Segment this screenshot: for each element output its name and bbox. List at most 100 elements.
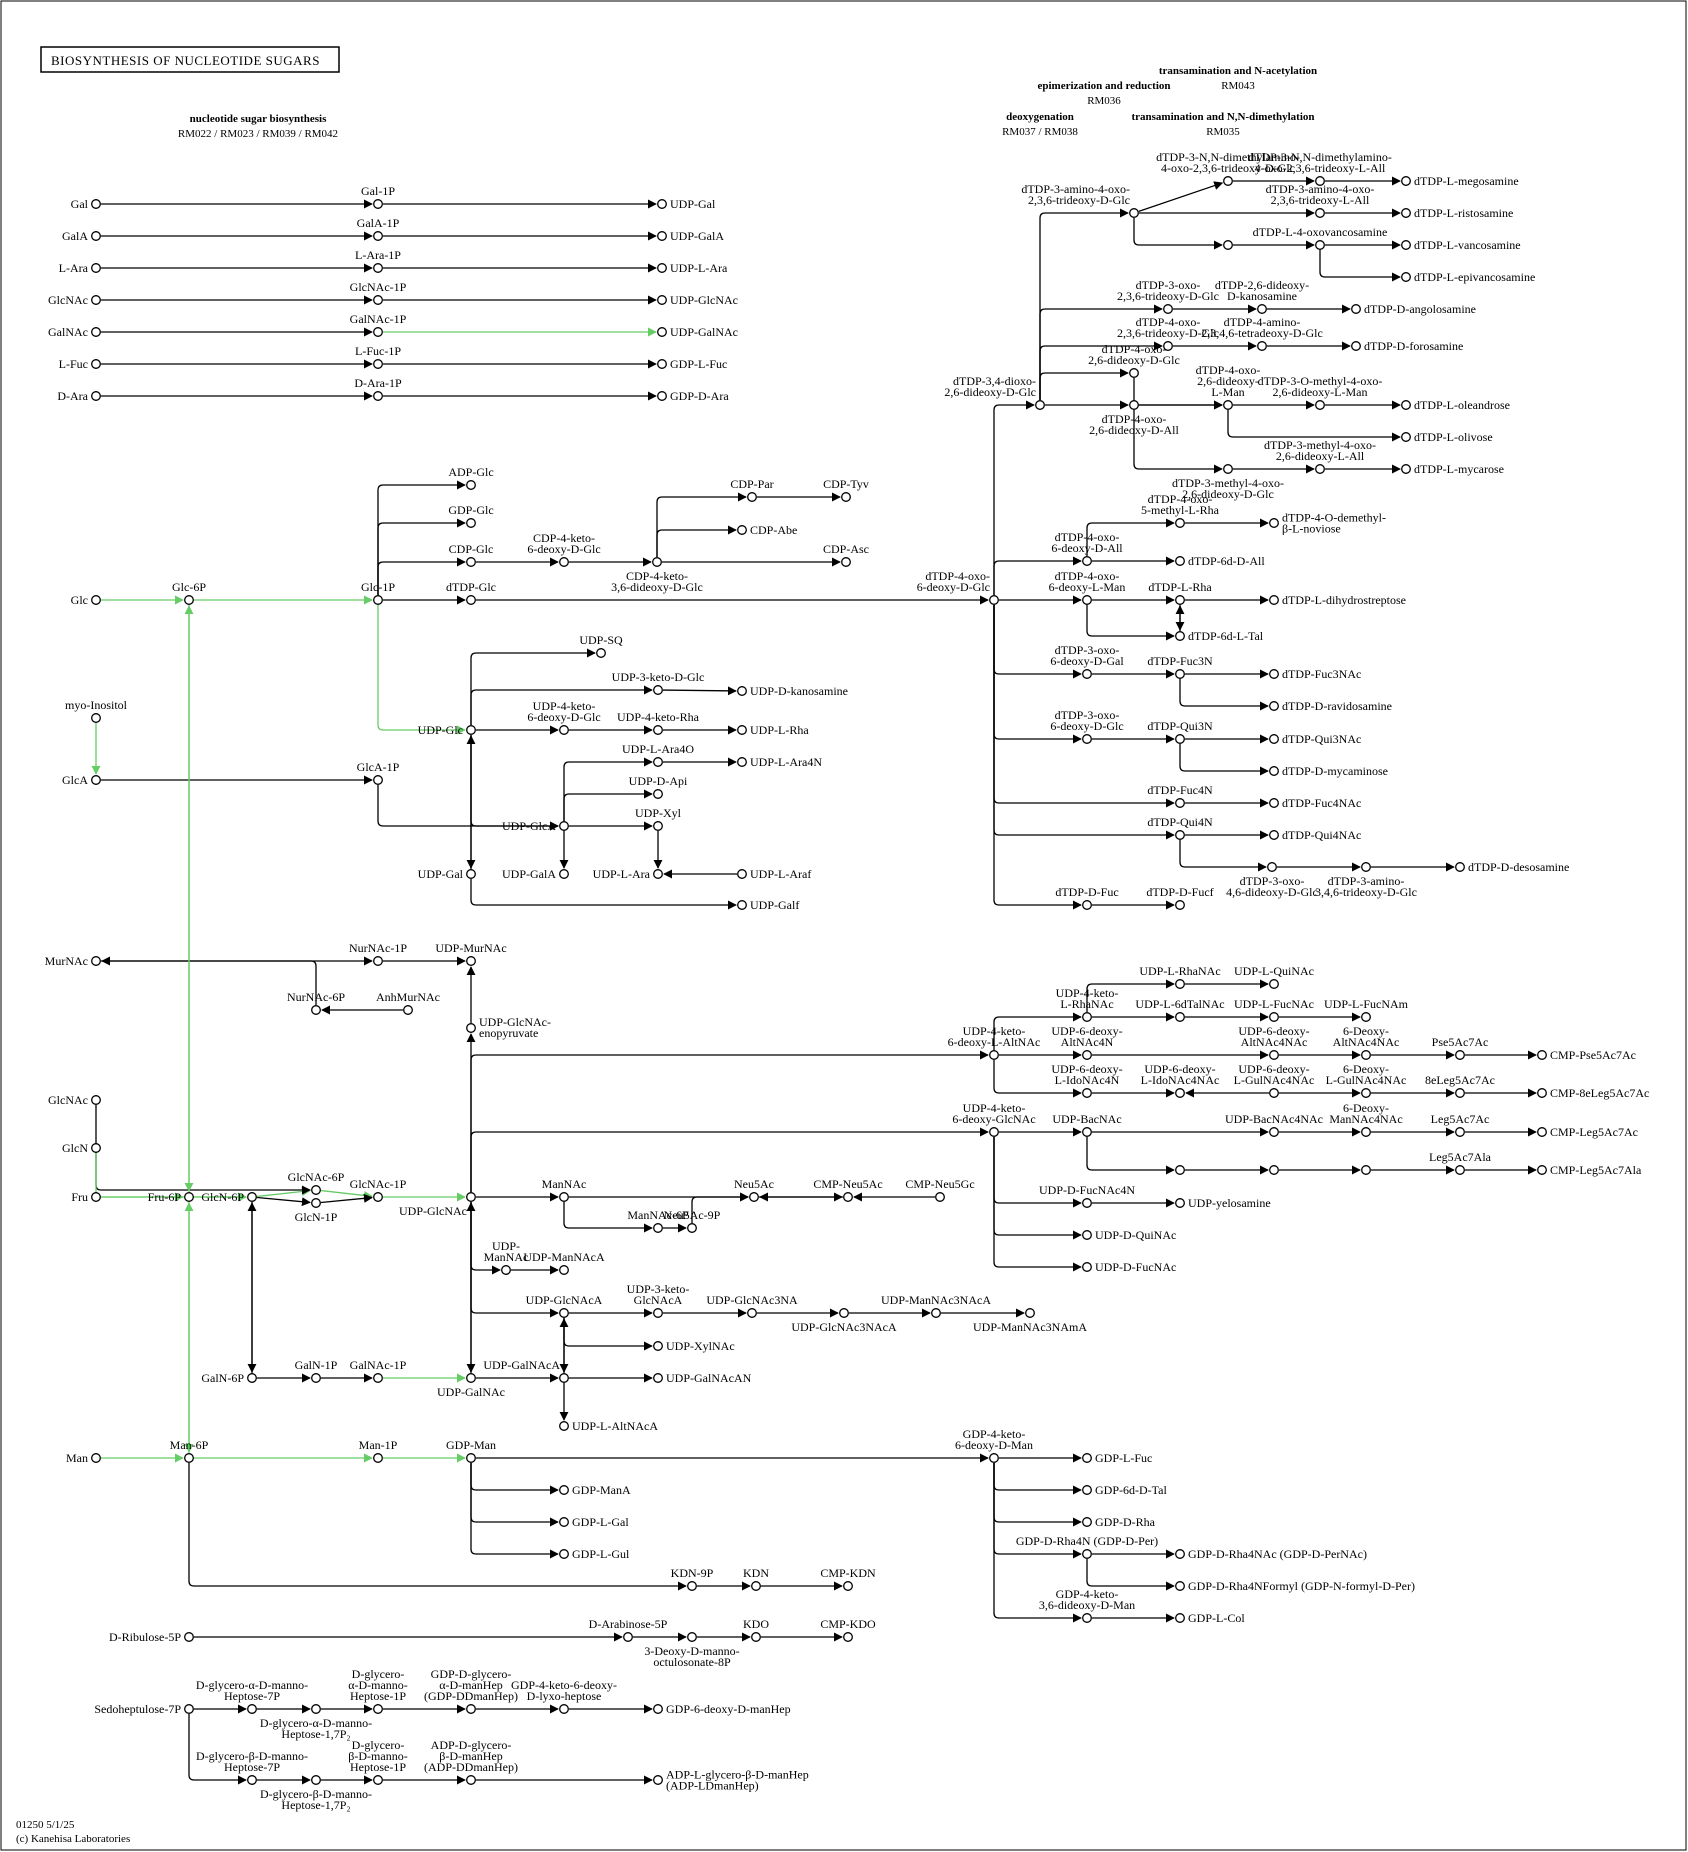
compound-label[interactable]: 6-Deoxy-L-GulNAc4NAc <box>1326 1062 1407 1087</box>
compound-circle[interactable] <box>1082 595 1092 605</box>
compound-label[interactable]: GDP-D-Rha4NAc (GDP-D-PerNAc) <box>1188 1547 1367 1561</box>
compound-label-line[interactable]: 6-Deoxy- <box>1343 1024 1389 1038</box>
compound-circle[interactable] <box>466 557 476 567</box>
compound-circle[interactable] <box>652 557 662 567</box>
compound-circle[interactable] <box>1175 734 1185 744</box>
compound-label-line[interactable]: dTDP-3-methyl-4-oxo- <box>1264 438 1376 452</box>
compound-label[interactable]: dTDP-D-ravidosamine <box>1282 699 1392 713</box>
compound-circle[interactable] <box>653 725 663 735</box>
compound-circle[interactable] <box>843 1192 853 1202</box>
compound-label-line[interactable]: UDP-GlcNAc <box>399 1204 467 1218</box>
compound-label-line[interactable]: GalA-1P <box>357 216 400 230</box>
compound-circle[interactable] <box>737 686 747 696</box>
compound-node[interactable]: UDP-ManNAc3NAmA <box>973 1308 1087 1334</box>
compound-circle[interactable] <box>1082 1012 1092 1022</box>
compound-label[interactable]: dTDP-Qui3NAc <box>1282 732 1361 746</box>
compound-node[interactable]: GlcN-6P <box>201 1190 257 1204</box>
compound-node[interactable]: UDP-ManNAc <box>484 1239 529 1275</box>
compound-node[interactable]: dTDP-Fuc4N <box>1147 783 1213 808</box>
compound-label-line[interactable]: D-Arabinose-5P <box>589 1617 668 1631</box>
compound-label-line[interactable]: Leg5Ac7Ala <box>1429 1150 1492 1164</box>
compound-label-line[interactable]: Neu5Ac <box>734 1177 774 1191</box>
compound-label-line[interactable]: L-GulNAc4NAc <box>1234 1073 1315 1087</box>
compound-circle[interactable] <box>1175 1165 1185 1175</box>
compound-node[interactable]: dTDP-6d-L-Tal <box>1175 629 1264 643</box>
compound-label-line[interactable]: GlcNAc-1P <box>350 280 407 294</box>
compound-label[interactable]: GDP-D-Ara <box>670 389 729 403</box>
compound-label[interactable]: GalN-6P <box>201 1371 244 1385</box>
reaction-arrow[interactable] <box>1179 840 1267 872</box>
compound-circle[interactable] <box>1537 1088 1547 1098</box>
compound-label[interactable]: dTDP-D-mycaminose <box>1282 764 1388 778</box>
compound-node[interactable]: UDP-GalNAc <box>437 1373 505 1399</box>
reaction-arrow[interactable] <box>993 1463 1082 1495</box>
compound-node[interactable]: dTDP-3-oxo-2,3,6-trideoxy-D-Glc <box>1117 278 1219 314</box>
compound-node[interactable]: GlcN <box>62 1141 101 1155</box>
compound-label[interactable]: 8eLeg5Ac7Ac <box>1425 1073 1495 1087</box>
compound-node[interactable]: UDP-L-FucNAm <box>1324 997 1409 1022</box>
compound-circle[interactable] <box>653 869 663 879</box>
compound-circle[interactable] <box>1163 304 1173 314</box>
compound-node[interactable]: D-glycero-β-D-manno-Heptose-1,7P₂ <box>260 1775 372 1812</box>
compound-circle[interactable] <box>403 1005 413 1015</box>
compound-node[interactable]: UDP-D-FucNAc <box>1082 1260 1177 1274</box>
reaction-arrow[interactable] <box>1086 518 1175 556</box>
compound-label[interactable]: dTDP-4-O-demethyl-β-L-noviose <box>1282 511 1386 536</box>
compound-label-line[interactable]: GDP-D-Ara <box>670 389 729 403</box>
compound-circle[interactable] <box>1082 1453 1092 1463</box>
compound-label[interactable]: UDP-4-keto-6-deoxy-D-Glc <box>527 699 600 724</box>
compound-label-line[interactable]: D-glycero-α-D-manno- <box>196 1678 308 1692</box>
compound-label[interactable]: dTDP-L-mycarose <box>1414 462 1504 476</box>
compound-label-line[interactable]: UDP-yelosamine <box>1188 1196 1271 1210</box>
compound-label[interactable]: UDP-ManNAc <box>484 1239 529 1264</box>
compound-circle[interactable] <box>91 713 101 723</box>
compound-node[interactable]: Leg5Ac7Ac <box>1431 1112 1490 1137</box>
compound-label[interactable]: UDP-4-keto-6-deoxy-GlcNAc <box>952 1101 1035 1126</box>
compound-circle[interactable] <box>311 1198 321 1208</box>
compound-label-line[interactable]: dTDP-D-Fucf <box>1146 885 1213 899</box>
compound-label-line[interactable]: ADP-Glc <box>448 465 493 479</box>
compound-label[interactable]: Man-1P <box>359 1438 398 1452</box>
compound-circle[interactable] <box>843 1632 853 1642</box>
compound-label-line[interactable]: 5-methyl-L-Rha <box>1141 503 1220 517</box>
reaction-arrow[interactable] <box>1086 1137 1175 1175</box>
compound-label[interactable]: dTDP-D-Fucf <box>1146 885 1213 899</box>
compound-label[interactable]: UDP-D-kanosamine <box>750 684 848 698</box>
compound-label-line[interactable]: GlcA-1P <box>357 760 400 774</box>
compound-label-line[interactable]: L-Man <box>1211 385 1244 399</box>
compound-label[interactable]: UDP-D-FucNAc4N <box>1039 1183 1135 1197</box>
compound-label[interactable]: UDP-Galf <box>750 898 799 912</box>
compound-circle[interactable] <box>91 199 101 209</box>
compound-label-line[interactable]: GlcNAc <box>48 1093 88 1107</box>
compound-circle[interactable] <box>1082 900 1092 910</box>
compound-node[interactable]: GalNAc-1P <box>350 312 407 337</box>
compound-label[interactable]: UDP-ManNAcA <box>523 1250 605 1264</box>
compound-label[interactable]: D-glycero-α-D-manno-Heptose-1,7P₂ <box>260 1716 372 1741</box>
compound-circle[interactable] <box>1315 208 1325 218</box>
compound-label[interactable]: ADP-Glc <box>448 465 493 479</box>
compound-node[interactable]: CDP-Glc <box>449 542 494 567</box>
compound-label-line[interactable]: GDP-4-keto-6-deoxy- <box>511 1678 617 1692</box>
compound-circle[interactable] <box>1537 1165 1547 1175</box>
compound-label[interactable]: dTDP-Fuc4NAc <box>1282 796 1361 810</box>
reaction-arrow[interactable] <box>470 1050 989 1192</box>
compound-label[interactable]: D-glycero-β-D-manno-Heptose-1,7P₂ <box>260 1787 372 1812</box>
compound-label[interactable]: GlcA <box>62 773 88 787</box>
compound-node[interactable]: L-Fuc <box>59 357 101 371</box>
compound-label-line[interactable]: UDP-GalA <box>502 867 556 881</box>
compound-node[interactable]: Man-1P <box>359 1438 398 1463</box>
compound-label-line[interactable]: UDP-4-keto- <box>533 699 596 713</box>
compound-label-line[interactable]: UDP-GalA <box>670 229 724 243</box>
compound-node[interactable]: dTDP-3-amino-4-oxo-2,3,6-trideoxy-L-All <box>1266 182 1375 218</box>
compound-label-line[interactable]: UDP-L-Ara <box>670 261 728 275</box>
compound-label-line[interactable]: dTDP-L-epivancosamine <box>1414 270 1535 284</box>
compound-circle[interactable] <box>501 1265 511 1275</box>
compound-label-line[interactable]: Man <box>66 1451 88 1465</box>
compound-label[interactable]: NurNAc-1P <box>349 941 407 955</box>
compound-circle[interactable] <box>1401 464 1411 474</box>
compound-label-line[interactable]: dTDP-3-oxo- <box>1055 643 1120 657</box>
compound-node[interactable]: CMP-Leg5Ac7Ac <box>1537 1125 1638 1139</box>
compound-label[interactable]: Gal <box>71 197 89 211</box>
compound-node[interactable]: UDP-4-keto-6-deoxy-GlcNAc <box>952 1101 1036 1137</box>
compound-label[interactable]: Glc <box>71 593 88 607</box>
